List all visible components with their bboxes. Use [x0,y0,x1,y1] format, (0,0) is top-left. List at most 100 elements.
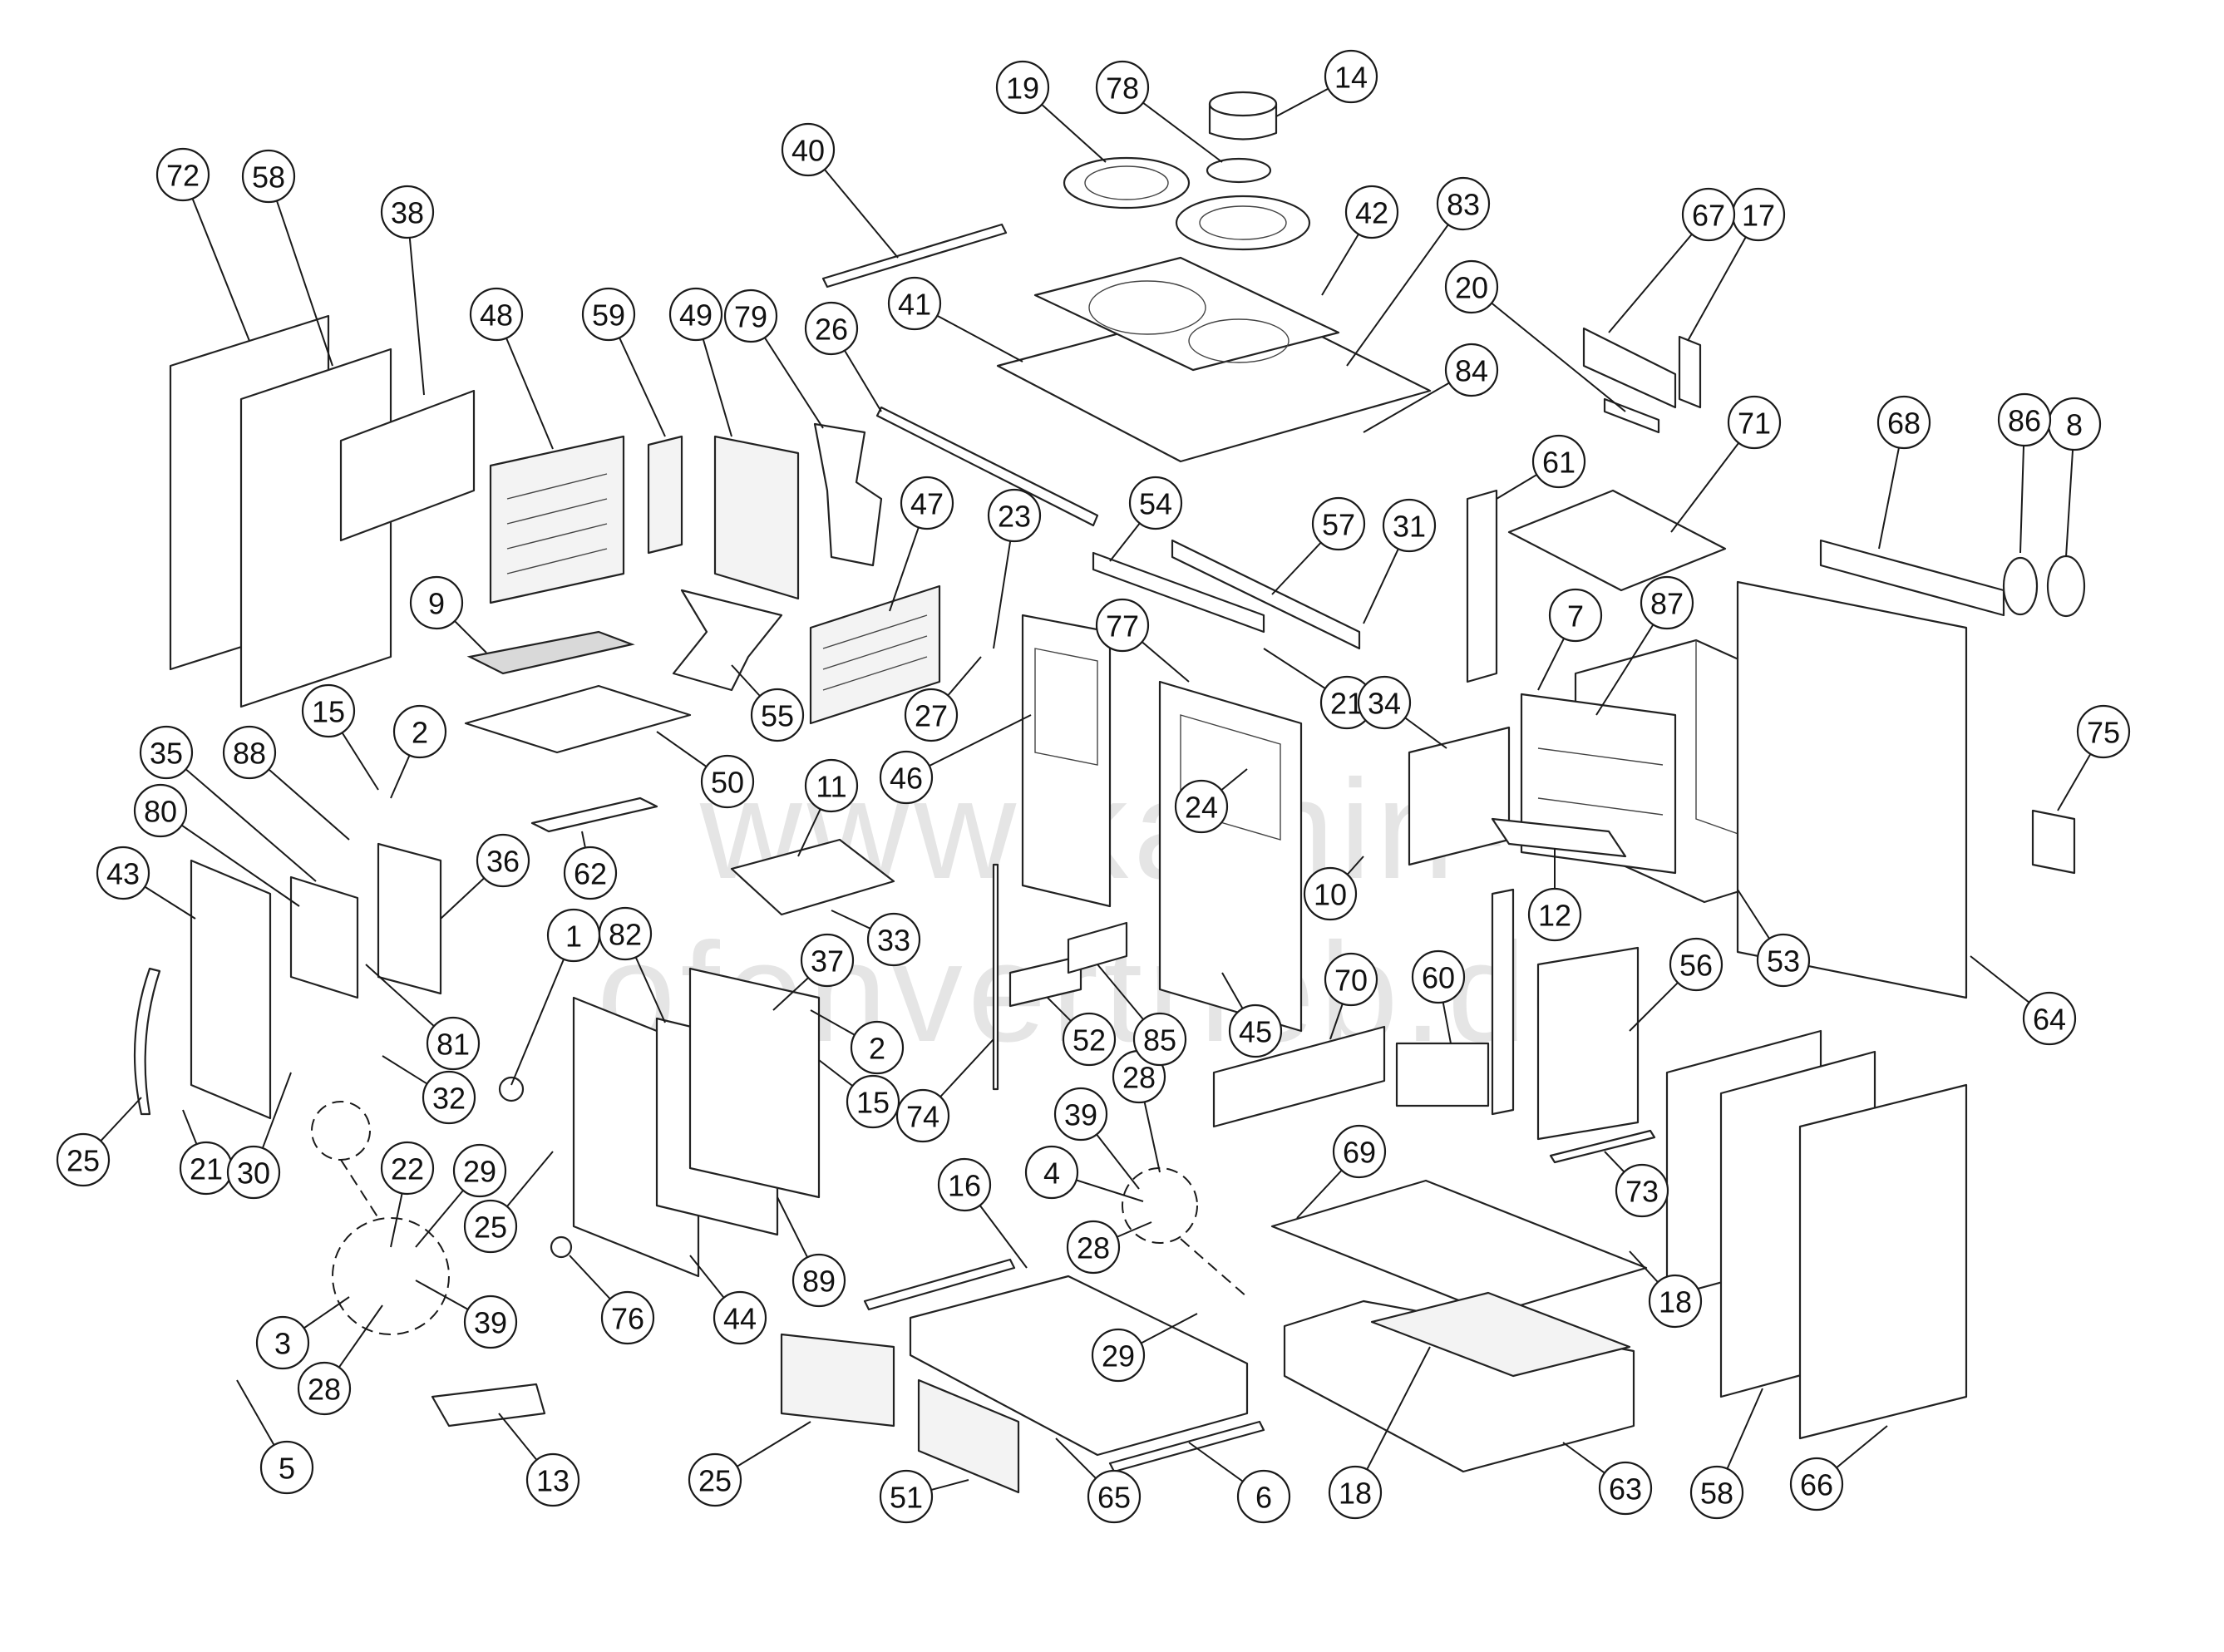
callout-circle [1303,866,1358,921]
callout-number: 61 [1542,446,1576,480]
callout-68: 68 [1876,395,1931,450]
callout-number: 63 [1609,1472,1642,1507]
callout-number: 68 [1887,407,1921,441]
plate-18-bottom [1370,1291,1631,1378]
callout-number: 6 [1255,1481,1272,1515]
rail-16 [863,1258,1016,1311]
callout-84: 84 [1444,343,1499,397]
insulation-board-38 [339,389,476,542]
callout-circle [96,846,150,900]
callout-circle [1411,949,1466,1004]
callout-circle [297,1361,352,1416]
side-panel-66 [1798,1083,1968,1440]
callout-28: 28 [1066,1220,1121,1275]
callout-10: 10 [1303,866,1358,921]
callout-number: 47 [910,487,944,521]
callout-number: 5 [279,1452,295,1486]
callout-83: 83 [1436,176,1491,231]
callout-number: 73 [1625,1175,1659,1209]
callout-circle [1689,1465,1744,1520]
callout-60: 60 [1411,949,1466,1004]
callout-circle [700,754,755,809]
callout-number: 88 [233,737,266,771]
callout-56: 56 [1669,937,1723,992]
callout-number: 85 [1143,1023,1176,1058]
callout-81: 81 [426,1016,481,1071]
grate-9 [466,630,635,675]
callout-circle [791,1253,846,1308]
callout-51: 51 [879,1469,934,1524]
callout-number: 42 [1355,196,1388,230]
plate-85 [1067,921,1128,974]
door-43 [190,859,272,1120]
callout-85: 85 [1132,1012,1187,1067]
callout-circle [904,688,959,742]
callout-circle [1357,675,1412,730]
leader-line-35 [165,752,317,882]
callout-circle [1548,588,1603,643]
callout-number: 28 [1122,1061,1156,1095]
callout-circle [426,1016,481,1071]
callout-number: 30 [237,1156,270,1191]
callout-number: 18 [1659,1285,1692,1319]
callout-circle [469,287,524,342]
hot-plate-19 [1063,156,1191,210]
dashed-detail-circles [311,1101,1248,1335]
callout-number: 16 [948,1169,981,1203]
callout-circle [1344,185,1399,239]
callout-number: 51 [890,1481,923,1515]
callout-circle [222,725,277,780]
callout-18: 18 [1648,1274,1703,1329]
callout-number: 1 [565,920,582,954]
callout-number: 57 [1322,508,1355,542]
callout-circle [476,833,530,888]
drawer-front-51 [917,1378,1020,1494]
callout-circle [879,750,934,805]
callout-58: 58 [241,149,296,204]
callout-circle [1444,259,1499,314]
leader-line-20 [1471,286,1626,412]
callout-53: 53 [1756,933,1811,988]
callout-86: 86 [1997,392,2052,447]
callout-number: 19 [1006,72,1039,106]
callout-circle [1324,49,1378,104]
callout-30: 30 [226,1145,281,1200]
callout-number: 2 [412,716,428,750]
callout-80: 80 [133,783,188,838]
callout-circle [1324,952,1378,1007]
ash-tray-62 [530,796,658,833]
callout-circle [1091,1328,1146,1383]
callout-circle [155,147,210,202]
plate-17 [1678,335,1702,409]
callout-circle [380,185,435,239]
footrest-13 [431,1383,546,1428]
callout-69: 69 [1332,1124,1387,1179]
callout-15: 15 [301,683,356,738]
drawer-65 [909,1275,1249,1457]
callout-circle [800,933,855,988]
callout-19: 19 [995,60,1050,115]
callout-65: 65 [1087,1469,1142,1524]
callout-number: 20 [1455,271,1488,305]
callout-number: 29 [1102,1339,1135,1373]
callout-circle [600,1290,655,1345]
rail-6 [1108,1420,1265,1473]
leader-line-18 [1354,1346,1431,1493]
callout-number: 80 [144,795,177,829]
callout-number: 77 [1106,609,1139,644]
callout-number: 78 [1106,72,1139,106]
callout-number: 87 [1650,587,1684,621]
callout-circle [1236,1469,1291,1524]
baffle-79 [813,422,883,567]
callout-circle [1024,1145,1079,1200]
callout-59: 59 [581,287,636,342]
callout-circle [380,1141,435,1196]
callout-circle [301,683,356,738]
leader-line-80 [160,810,300,907]
callout-number: 84 [1455,354,1488,388]
back-wall-64 [1736,580,1968,999]
callout-number: 89 [802,1265,836,1299]
callout-23: 23 [987,488,1042,543]
callout-number: 72 [166,159,200,193]
callout-number: 44 [723,1302,757,1336]
